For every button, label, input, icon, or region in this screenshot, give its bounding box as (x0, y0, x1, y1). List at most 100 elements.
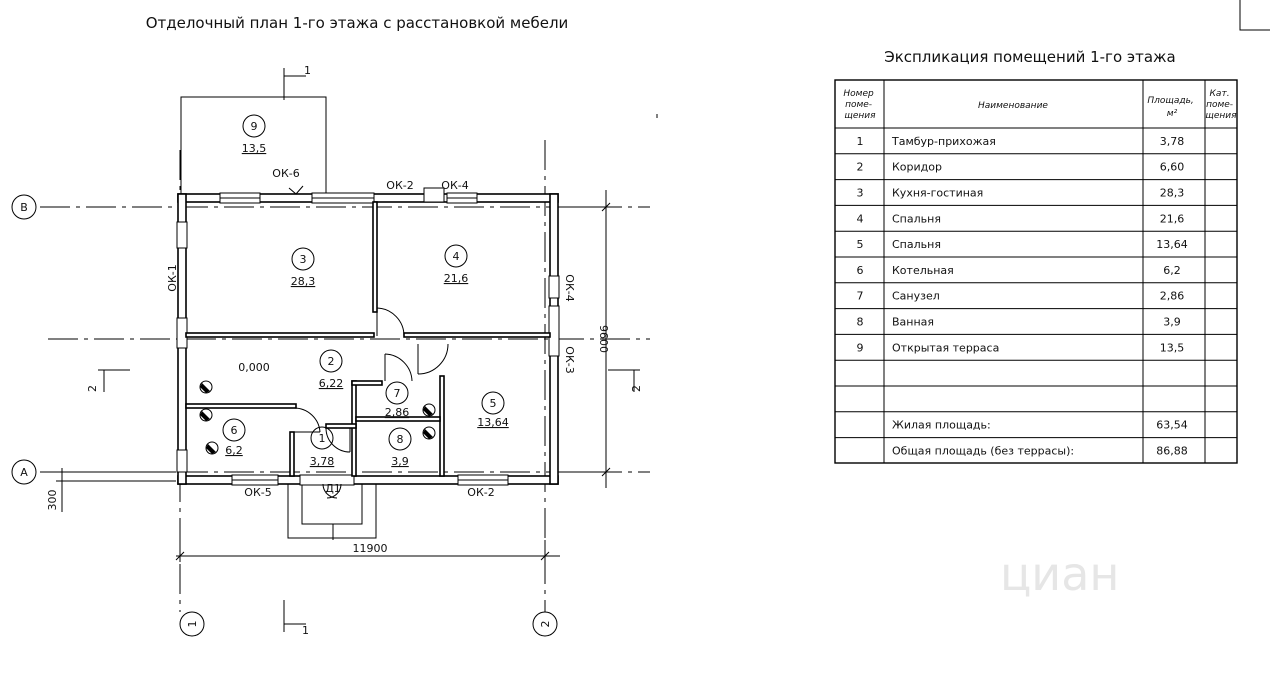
fixture-icon (205, 441, 219, 455)
plumbing-fixtures (199, 380, 436, 455)
table-cell-area: 21,6 (1160, 212, 1185, 225)
svg-text:2,86: 2,86 (385, 406, 410, 419)
room-marker-6[interactable]: 6 6,2 (222, 418, 246, 457)
room-marker-4[interactable]: 4 21,6 (444, 244, 469, 285)
svg-text:13,64: 13,64 (477, 416, 509, 429)
windows (176, 187, 560, 486)
svg-text:6,2: 6,2 (225, 444, 243, 457)
axis-label-2: 2 (539, 621, 552, 628)
table-cell-area: 3,78 (1160, 135, 1185, 148)
fixture-icon (422, 403, 436, 417)
table-cell-area: 13,5 (1160, 341, 1185, 354)
header-area: Площадь, м² (1147, 96, 1196, 119)
window-label-ok1: ОК-1 (166, 264, 179, 291)
table-cell-area: 28,3 (1160, 187, 1185, 200)
table-cell-name: Жилая площадь: (892, 419, 991, 432)
section-mark-1-bottom: 1 (283, 600, 309, 637)
dimension-height-label: 9600 (597, 325, 610, 353)
table-cell-num: 7 (857, 290, 864, 303)
svg-text:3: 3 (300, 253, 307, 266)
sheet-corner-frame (1239, 0, 1270, 31)
room-schedule-table (834, 79, 1238, 464)
window-label-ok4-right: ОК-4 (563, 274, 576, 301)
svg-text:1: 1 (319, 432, 326, 445)
terrace-outline (180, 96, 327, 196)
table-title: Экспликация помещений 1-го этажа (884, 48, 1176, 66)
header-category: Кат. поме- щения (1205, 89, 1237, 121)
axis-label-1: 1 (186, 621, 199, 628)
section-mark-2-right: 2 (608, 369, 643, 392)
door-swings (288, 185, 449, 499)
table-cell-num: 9 (857, 341, 864, 354)
window-label-ok2-top: ОК-2 (386, 179, 413, 192)
dimension-offset-label: 300 (46, 490, 59, 511)
svg-text:6,22: 6,22 (319, 377, 344, 390)
dimension-width-label: 11900 (353, 542, 388, 555)
fixture-icon (199, 380, 213, 394)
svg-text:9: 9 (251, 120, 258, 133)
svg-text:1: 1 (304, 64, 311, 77)
table-row: 7 Санузел 2,86 (857, 290, 1185, 303)
axis-bubble-v: В (11, 194, 37, 220)
table-cell-name: Спальня (892, 212, 941, 225)
axis-bubble-1: 1 (179, 611, 205, 637)
table-cell-name: Кухня-гостиная (892, 187, 983, 200)
room-marker-5[interactable]: 5 13,64 (477, 391, 509, 429)
table-cell-num: 2 (857, 161, 864, 174)
room-marker-9[interactable]: 9 13,5 (242, 114, 267, 155)
interior-walls (185, 201, 551, 477)
table-cell-name: Спальня (892, 238, 941, 251)
window-label-ok5: ОК-5 (244, 486, 271, 499)
table-cell-name: Общая площадь (без террасы): (892, 445, 1074, 458)
table-row: 9 Открытая терраса 13,5 (857, 341, 1185, 354)
room-marker-7[interactable]: 7 2,86 (385, 381, 410, 419)
table-cell-name: Тамбур-прихожая (891, 135, 996, 148)
section-mark-2-left: 2 (86, 369, 130, 392)
table-cell-name: Санузел (892, 290, 940, 303)
window-label-ok3-right: ОК-3 (563, 346, 576, 373)
level-mark: 0,000 (238, 361, 270, 374)
table-cell-num: 4 (857, 212, 864, 225)
room-marker-2[interactable]: 2 6,22 (319, 349, 344, 390)
window-label-ok6: ОК-6 (272, 167, 299, 180)
table-cell-area: 13,64 (1156, 238, 1188, 251)
table-cell-name: Коридор (892, 161, 942, 174)
entry-porch-outline (287, 484, 377, 539)
window-label-ok4-top: ОК-4 (441, 179, 468, 192)
table-cell-name: Ванная (892, 316, 934, 329)
svg-text:8: 8 (397, 433, 404, 446)
table-cell-num: 1 (857, 135, 864, 148)
watermark: циан (1000, 547, 1119, 601)
svg-text:2: 2 (630, 385, 643, 392)
svg-text:3,9: 3,9 (391, 455, 409, 468)
table-cell-name: Котельная (892, 264, 954, 277)
table-cell-num: 8 (857, 316, 864, 329)
room-marker-3[interactable]: 3 28,3 (291, 247, 316, 288)
svg-text:7: 7 (394, 387, 401, 400)
svg-text:1: 1 (302, 624, 309, 637)
svg-text:4: 4 (453, 250, 460, 263)
svg-text:6: 6 (231, 424, 238, 437)
window-label-ok2-bottom: ОК-2 (467, 486, 494, 499)
plan-title: Отделочный план 1-го этажа с расстановко… (146, 14, 569, 32)
room-marker-8[interactable]: 8 3,9 (388, 427, 412, 468)
axis-label-v: В (20, 201, 28, 214)
table-row: Жилая площадь:63,54 (892, 419, 1188, 432)
table-row: 4 Спальня 21,6 (857, 212, 1185, 225)
svg-text:21,6: 21,6 (444, 272, 469, 285)
table-cell-name: Открытая терраса (892, 341, 999, 354)
fixture-icon (422, 426, 436, 440)
svg-text:2: 2 (328, 355, 335, 368)
table-cell-area: 86,88 (1156, 445, 1188, 458)
section-mark-1-top: 1 (283, 64, 311, 100)
svg-text:5: 5 (490, 397, 497, 410)
svg-text:3,78: 3,78 (310, 455, 335, 468)
table-cell-area: 2,86 (1160, 290, 1185, 303)
room-marker-1[interactable]: 1 3,78 (310, 426, 335, 468)
table-cell-num: 5 (857, 238, 864, 251)
fixture-icon (199, 408, 213, 422)
